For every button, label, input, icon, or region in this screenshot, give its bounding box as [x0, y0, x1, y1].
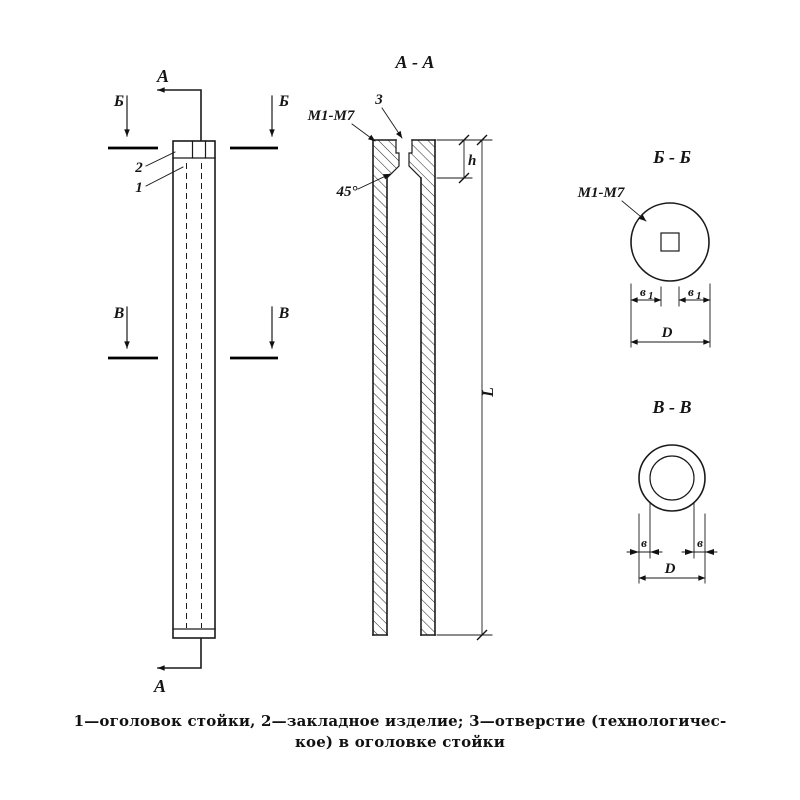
cut-label-v-left: В	[113, 305, 125, 322]
caption-line-2: кое) в оголовке стойки	[295, 733, 505, 751]
angle-leader	[357, 173, 391, 190]
shaft-section-outer-circle	[638, 444, 706, 512]
callout-1-leader	[145, 166, 184, 187]
dimension-h: h	[436, 134, 493, 636]
cut-line-a-top	[157, 87, 202, 141]
elevation-view: А А Б Б В В	[108, 66, 290, 696]
embed-label-aa: М1-М7	[307, 108, 355, 124]
angle-label: 45°	[336, 184, 358, 200]
dimension-b: в в	[626, 502, 718, 584]
callout-3-label: 3	[374, 92, 383, 108]
dim-b1-right-label: в	[688, 284, 694, 299]
caption-line-1: 1—оголовок стойки, 2—закладное изделие; …	[74, 712, 727, 730]
dim-b1-left-sub: 1	[648, 290, 654, 302]
cut-line-a-bottom	[157, 638, 202, 671]
dimension-b1: в 1 в 1	[630, 283, 711, 348]
head-hole-square	[660, 232, 680, 252]
dim-b1-right-sub: 1	[696, 290, 702, 302]
cut-label-b-left: Б	[113, 93, 124, 110]
dim-b-left-label: в	[641, 535, 647, 550]
dimension-l: L	[476, 134, 497, 641]
cut-v-markers: В В	[108, 305, 290, 360]
shaft-section-inner-circle	[649, 455, 695, 501]
dim-b1-left-label: в	[640, 284, 646, 299]
dimension-d-vv: D	[638, 561, 706, 581]
dim-h-label: h	[468, 153, 476, 169]
cut-label-v-right: В	[278, 305, 290, 322]
section-aa-outline	[372, 139, 436, 636]
caption: 1—оголовок стойки, 2—закладное изделие; …	[74, 712, 727, 751]
cut-label-b-right: Б	[278, 93, 289, 110]
section-bb: Б - Б М1-М7 в 1 в 1 D	[577, 147, 711, 348]
embed-leader-aa	[351, 123, 376, 142]
post-outline	[172, 140, 216, 639]
callouts: 2 1	[134, 151, 184, 196]
callout-3-leader	[381, 107, 403, 139]
section-bb-title: Б - Б	[652, 147, 691, 167]
hidden-bore-lines	[186, 163, 202, 628]
embed-leader-bb	[621, 200, 647, 222]
dim-d-vv-label: D	[664, 561, 676, 577]
embed-label-bb: М1-М7	[577, 185, 625, 201]
cut-label-a-bottom: А	[153, 676, 166, 696]
dim-d-bb-label: D	[661, 325, 673, 341]
cut-label-a-top: А	[156, 66, 169, 86]
section-vv: В - В в в D	[626, 397, 718, 584]
section-aa-hatching	[373, 140, 435, 635]
callout-1-label: 1	[135, 180, 143, 196]
dim-b-right-label: в	[697, 535, 703, 550]
dim-l-label: L	[480, 387, 497, 398]
dimension-d-bb: D	[630, 325, 711, 345]
section-aa-title: А - А	[394, 52, 434, 72]
callout-2-leader	[145, 151, 176, 167]
head-section-circle	[630, 202, 710, 282]
callout-2-label: 2	[134, 160, 143, 176]
cut-b-markers: Б Б	[108, 93, 289, 150]
section-vv-title: В - В	[651, 397, 691, 417]
section-aa: А - А 3 М1-М7 45° h	[307, 52, 497, 641]
